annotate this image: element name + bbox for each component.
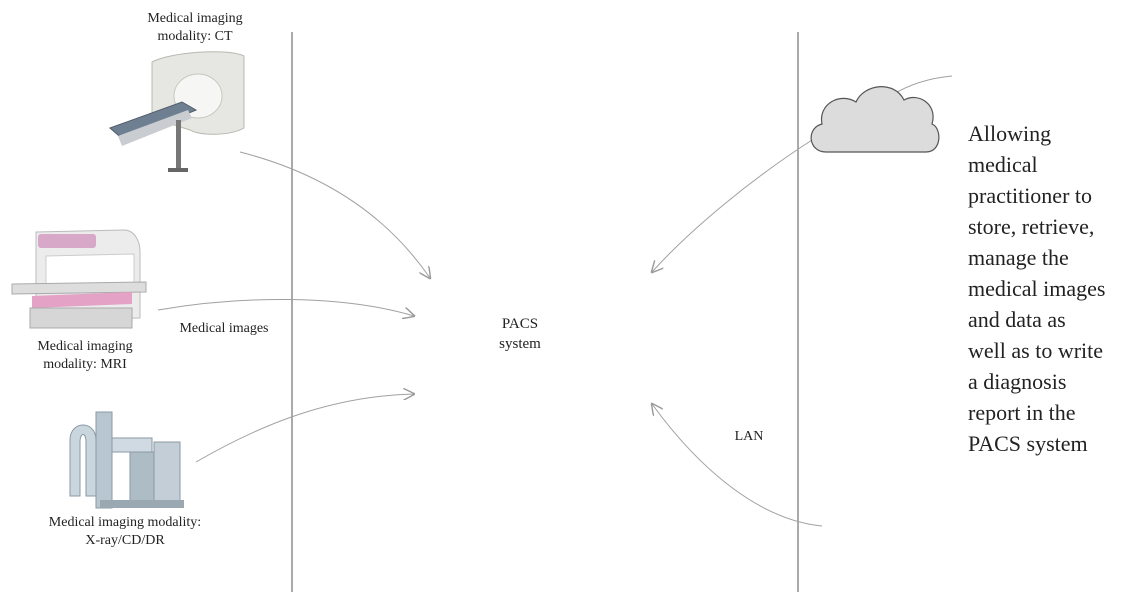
medical-images-edge-label: Medical images — [179, 321, 269, 336]
xray-to-pacs-arrow — [195, 394, 414, 463]
description-line: a diagnosis — [968, 369, 1067, 394]
cloud-to-pacs-arrow — [652, 139, 813, 272]
cloud-connector-line — [891, 75, 953, 96]
description-line: medical images — [968, 276, 1106, 301]
practitioner-description: Allowing medical practitioner to store, … — [968, 118, 1128, 459]
ct-modality-label: Medical imaging modality: CT — [120, 10, 270, 46]
cloud-icon — [810, 86, 940, 153]
mri-label-line-2: modality: MRI — [43, 357, 127, 372]
description-line: store, retrieve, — [968, 214, 1095, 239]
xray-label-line-1: Medical imaging modality: — [48, 515, 202, 530]
lan-to-pacs-arrow — [652, 404, 823, 527]
xray-machine-icon — [69, 411, 184, 509]
description-line: well as to write — [968, 338, 1104, 363]
xray-modality-label: Medical imaging modality: X-ray/CD/DR — [20, 514, 230, 550]
description-line: PACS system — [968, 431, 1088, 456]
pacs-line-2: system — [499, 336, 541, 352]
ct-scanner-icon — [109, 51, 245, 172]
pacs-line-1: PACS — [501, 316, 539, 332]
pacs-system-node: PACS system — [472, 314, 568, 354]
lan-edge-label: LAN — [734, 429, 764, 444]
mri-scanner-icon — [11, 229, 147, 329]
description-line: and data as — [968, 307, 1066, 332]
ct-label-line-1: Medical imaging — [147, 11, 243, 26]
description-line: report in the — [968, 400, 1076, 425]
xray-label-line-2: X-ray/CD/DR — [85, 533, 165, 548]
mri-to-pacs-arrow — [157, 298, 414, 316]
description-line: Allowing — [968, 121, 1052, 146]
ct-to-pacs-arrow — [239, 151, 430, 278]
description-line: medical — [968, 152, 1038, 177]
description-line: manage the — [968, 245, 1069, 270]
ct-label-line-2: modality: CT — [157, 29, 233, 44]
description-line: practitioner to — [968, 183, 1093, 208]
mri-modality-label: Medical imaging modality: MRI — [10, 338, 160, 374]
mri-label-line-1: Medical imaging — [37, 339, 133, 354]
